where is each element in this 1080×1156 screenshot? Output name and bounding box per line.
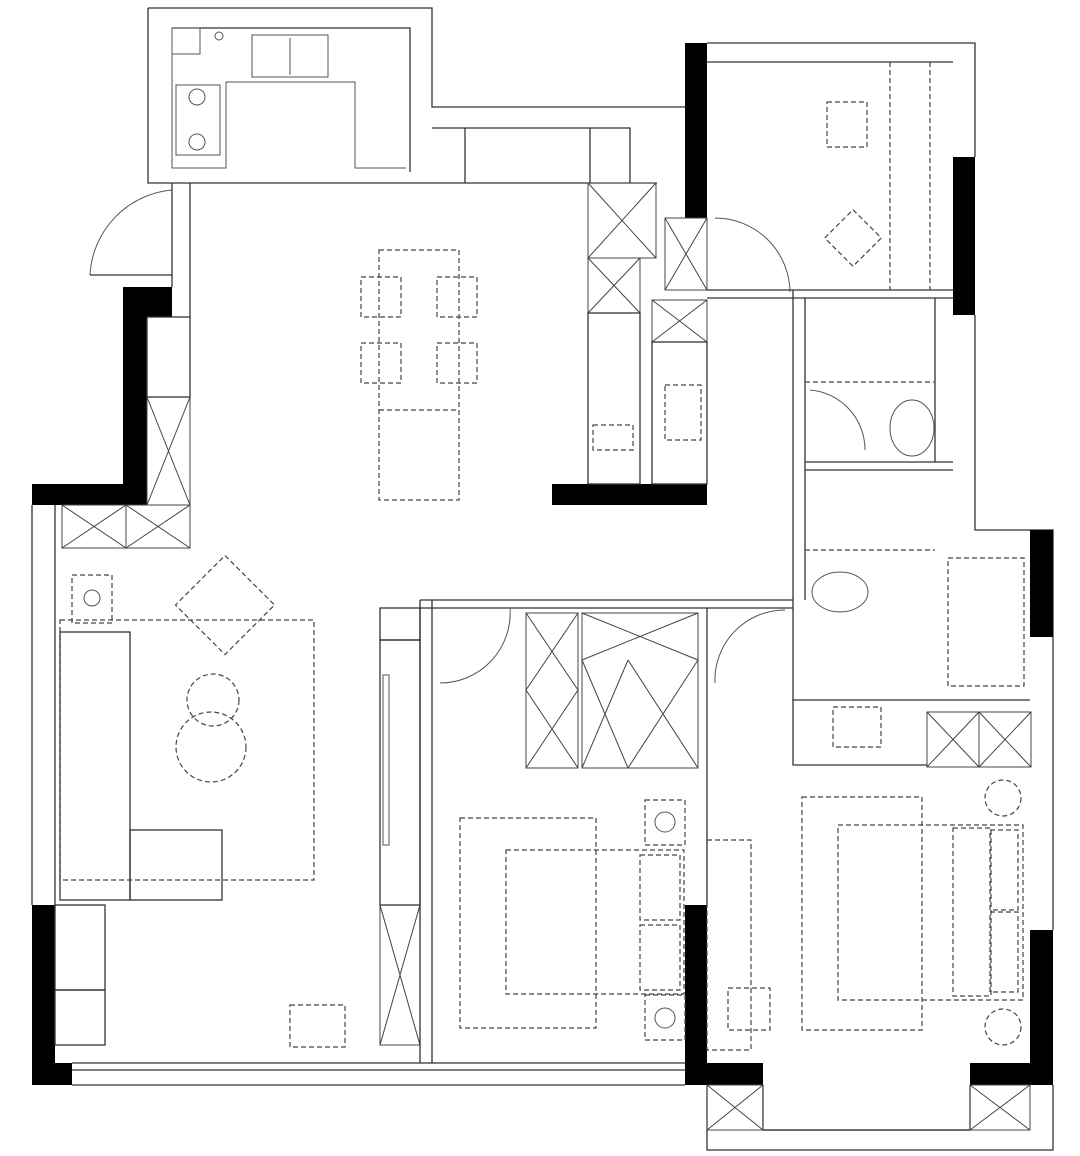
partitions xyxy=(419,217,1030,1063)
outline xyxy=(31,7,1054,1151)
toilet-icon xyxy=(889,399,935,457)
stove-icon xyxy=(175,84,221,156)
dining-table xyxy=(360,249,478,501)
bathtub-icon xyxy=(947,557,1025,687)
washbasin-icon xyxy=(54,904,106,991)
door-swing xyxy=(89,189,173,276)
bedroom-right xyxy=(801,779,1024,1046)
walls xyxy=(32,43,1053,1085)
plant-icon xyxy=(289,1004,346,1048)
bed-icon xyxy=(505,849,685,995)
sink-icon xyxy=(251,34,329,78)
kitchen xyxy=(89,27,406,276)
bedroom-left xyxy=(459,799,771,1051)
bed-icon xyxy=(837,824,1024,1001)
living-room xyxy=(54,554,346,1048)
bathrooms xyxy=(805,62,1025,748)
cabinets xyxy=(61,182,1032,1131)
toilet-icon xyxy=(811,571,869,613)
washer-icon xyxy=(54,989,106,1046)
